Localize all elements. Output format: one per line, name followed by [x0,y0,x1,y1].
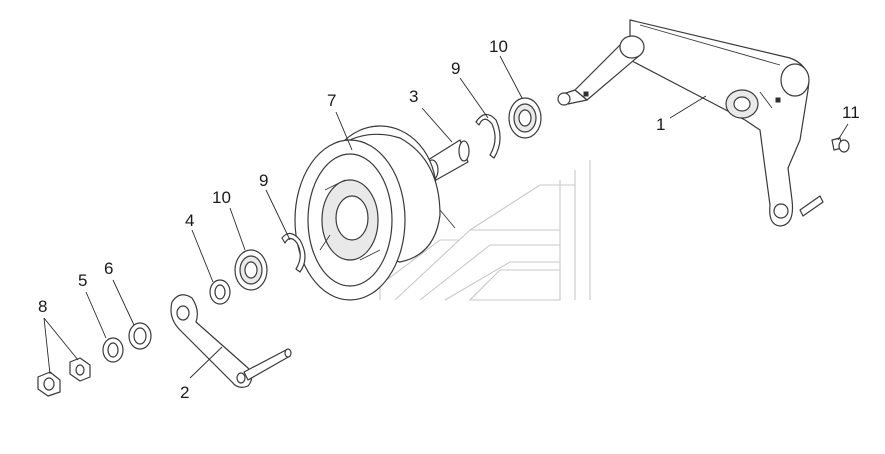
callout-7: 7 [327,91,336,110]
leader-lines [43,55,849,379]
callout-1: 1 [656,115,665,134]
part-11-screw [831,137,850,153]
callout-8: 8 [38,297,47,316]
part-2-crank-handle [170,294,292,388]
part-6-washer [128,322,152,350]
part-1-lever-arm [557,19,824,227]
callout-3: 3 [409,87,418,106]
callout-11: 11 [842,103,860,122]
callout-5: 5 [78,271,87,290]
callout-2: 2 [180,383,189,402]
callout-4: 4 [185,211,194,230]
part-10-bearing-lower [234,249,268,291]
part-7-pulley [294,125,456,301]
callout-9-lower: 9 [259,171,268,190]
callout-10-upper: 10 [489,37,508,56]
part-9-snap-ring-upper [475,113,501,159]
part-8-nuts [37,357,91,397]
part-10-bearing-upper [508,97,542,139]
callout-10-lower: 10 [212,188,231,207]
callouts: 1 2 3 4 5 6 7 8 9 9 10 10 11 [38,37,860,402]
part-5-lock-washer [102,337,124,363]
callout-9-upper: 9 [451,59,460,78]
part-4-spacer [209,279,231,305]
watermark [379,160,591,301]
part-9-snap-ring-lower [281,232,306,273]
callout-6: 6 [104,259,113,278]
